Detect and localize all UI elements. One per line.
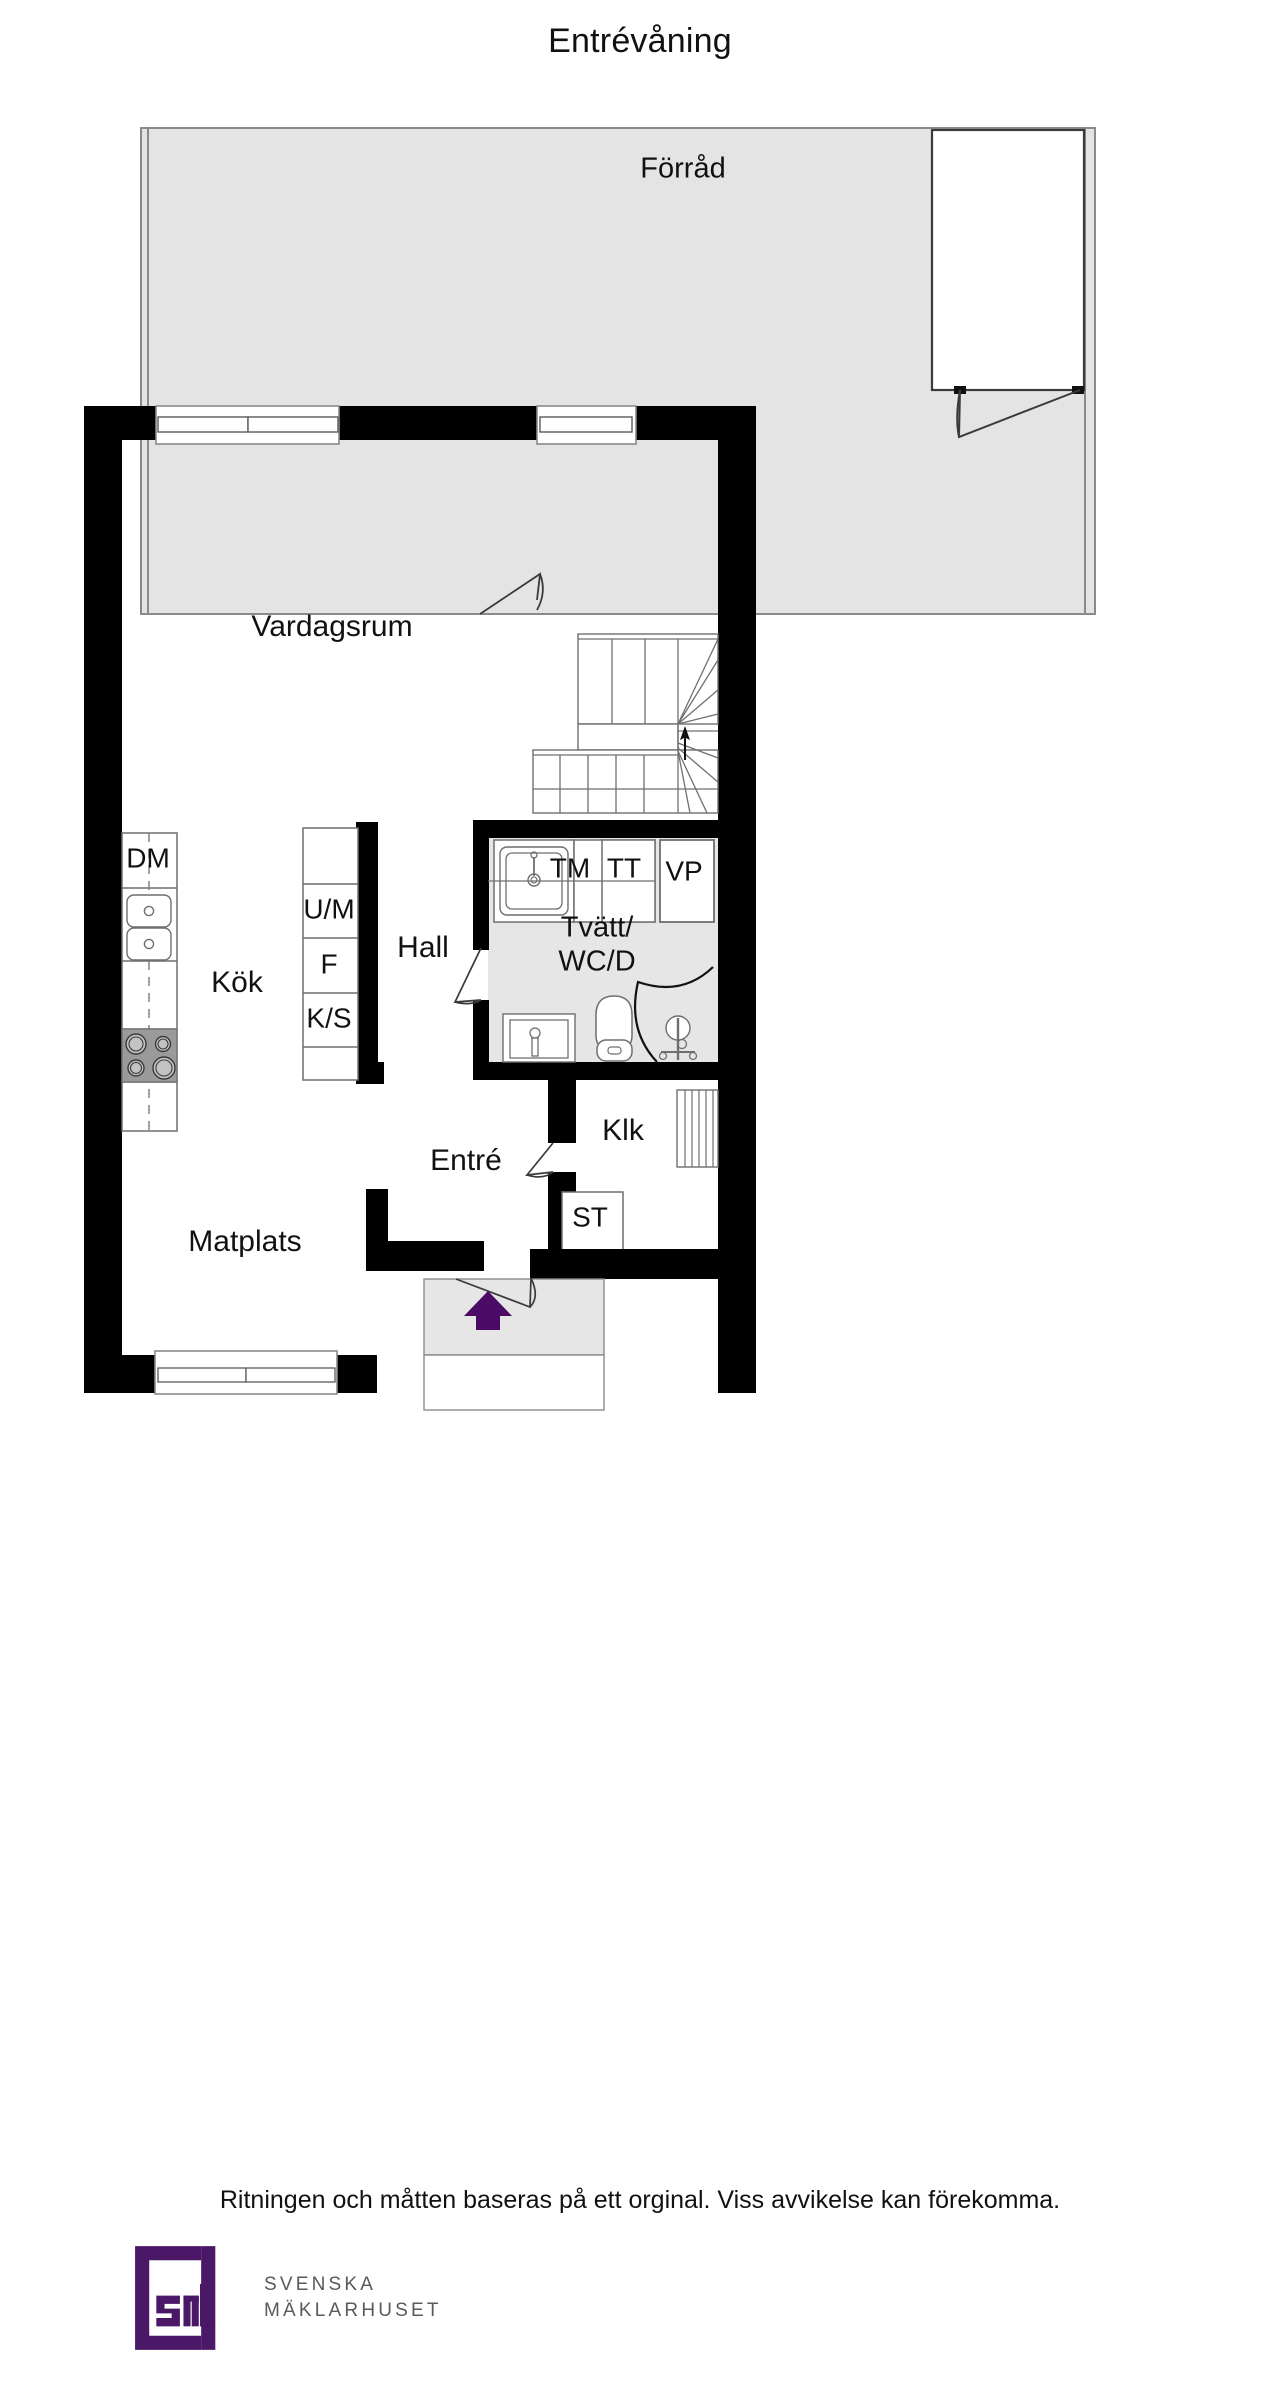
room-forrad	[930, 128, 1086, 439]
window-top-left	[155, 405, 340, 445]
room-label-entre: Entré	[430, 1144, 502, 1177]
room-label-wcd: WC/D	[558, 946, 635, 978]
room-label-klk: Klk	[602, 1114, 645, 1147]
appliance-label-tumble-dryer: TT	[607, 852, 641, 883]
kitchen-cabinet-column	[302, 827, 359, 1081]
shower-icon	[658, 1015, 698, 1061]
brand-line-2: MÄKLARHUSET	[264, 2300, 442, 2321]
page-title: Entrévåning	[548, 22, 732, 60]
appliance-label-heat-pump: VP	[665, 855, 702, 886]
room-label-vardagsrum: Vardagsrum	[251, 610, 412, 643]
cooktop-icon	[121, 1028, 178, 1083]
terrace-door	[479, 572, 544, 615]
double-sink-icon	[126, 894, 172, 961]
kitchen-left-counter	[121, 832, 178, 1132]
appliance-label-dishwasher: DM	[126, 842, 170, 873]
window-bottom	[154, 1350, 338, 1395]
appliance-label-oven-microwave: U/M	[303, 893, 354, 924]
room-label-hall: Hall	[397, 931, 449, 964]
room-tvatt-wc-d	[453, 820, 718, 1080]
appliance-label-washing-machine: TM	[550, 852, 590, 883]
appliance-label-freezer: K/S	[306, 1002, 351, 1033]
room-label-matplats: Matplats	[188, 1225, 301, 1258]
staircase	[532, 633, 719, 814]
brand-logo: SVENSKA MÄKLARHUSET	[128, 2238, 548, 2358]
disclaimer-text: Ritningen och måtten baseras på ett orgi…	[219, 2186, 1061, 2214]
entre-walls	[366, 1189, 756, 1279]
brand-line-1: SVENSKA	[264, 2273, 377, 2295]
room-label-tvatt: Tvätt/	[561, 912, 634, 944]
room-label-kok: Kök	[211, 966, 264, 999]
brand-logo-text: SVENSKA MÄKLARHUSET	[264, 2272, 442, 2324]
appliance-label-storage: ST	[572, 1201, 608, 1232]
appliance-label-refrigerator: F	[320, 948, 337, 979]
window-top-right	[536, 405, 637, 445]
entrance-arrow-icon	[464, 1291, 512, 1330]
hall-partition	[356, 822, 384, 1084]
wardrobe-rail-icon	[676, 1089, 719, 1168]
room-label-forrad: Förråd	[640, 153, 725, 185]
entrance-porch	[423, 1277, 605, 1411]
smh-logo-icon	[135, 2246, 216, 2350]
toilet-icon	[595, 995, 633, 1062]
washbasin-icon	[502, 1013, 576, 1063]
